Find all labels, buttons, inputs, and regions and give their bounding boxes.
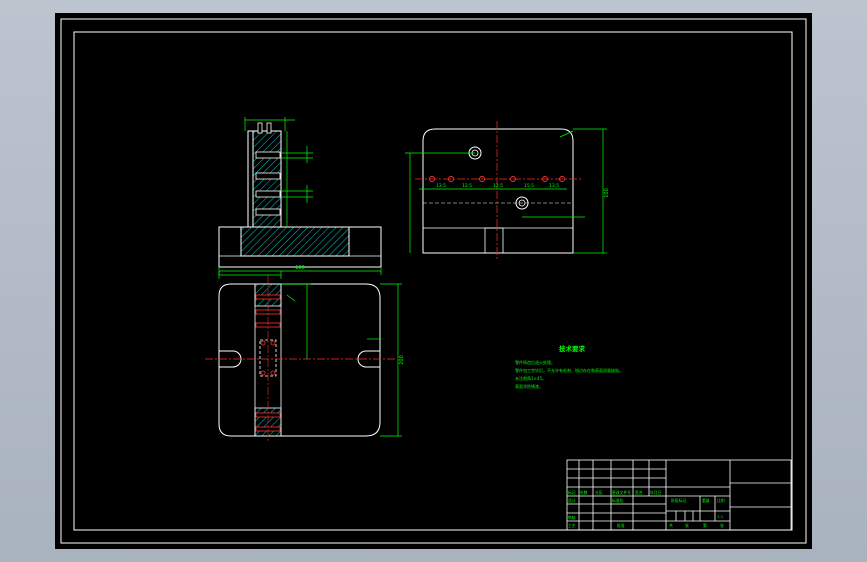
front-overall-width-label: 100 <box>295 265 305 271</box>
top-view: 200 <box>205 271 405 443</box>
title-block-text: 标记 处数 分区 更改文件号 签名 年月日 设计 标准化 审核 工艺 批准 阶段… <box>568 490 725 528</box>
title-block <box>566 459 792 531</box>
tb-cell: 更改文件号 <box>612 490 631 495</box>
tb-cell: 比例 <box>717 498 725 503</box>
tb-cell: 签名 <box>635 490 643 495</box>
tech-req-item: 零件铸造后退火处理。 <box>515 359 555 365</box>
tech-req-item: 零件加工完毕后，不允许有毛刺、锐边存在和表面质量缺陷。 <box>515 367 623 373</box>
side-pitch-3: 12.5 <box>493 183 503 189</box>
side-right-height-label: 100 <box>604 188 610 198</box>
tb-cell: 设计 <box>568 498 576 503</box>
side-pitch-1: 13.5 <box>436 183 446 189</box>
tb-cell: 审核 <box>568 515 576 520</box>
tb-cell: 阶段标记 <box>671 498 686 503</box>
top-right-height-label: 200 <box>399 355 405 365</box>
side-view: 13.5 12.5 12.5 15.5 13.5 100 <box>405 121 610 259</box>
cad-drawing: 100 <box>60 18 807 544</box>
tb-cell: 年月日 <box>650 490 662 495</box>
tech-req-title: 技术要求 <box>559 344 586 353</box>
tb-cell: 张 <box>685 523 689 528</box>
tb-cell: 重量 <box>702 498 710 503</box>
tb-cell: 分区 <box>595 490 603 495</box>
tb-cell: 标准化 <box>612 498 624 503</box>
technical-requirements: 技术要求 零件铸造后退火处理。 零件加工完毕后，不允许有毛刺、锐边存在和表面质量… <box>515 344 623 389</box>
tb-cell: 工艺 <box>568 523 576 528</box>
side-pitch-4: 15.5 <box>524 183 534 189</box>
tech-req-item: 未注倒角1×45。 <box>515 375 546 381</box>
tb-cell: 批准 <box>617 523 625 528</box>
outer-border <box>60 18 807 544</box>
tb-cell: 共 <box>669 523 673 528</box>
inner-border <box>73 31 793 531</box>
tb-cell: 标记 <box>568 490 576 495</box>
side-pitch-2: 12.5 <box>462 183 472 189</box>
tb-cell: 处数 <box>580 490 588 495</box>
tb-cell: 第 <box>703 523 707 528</box>
drawing-sheet: 100 <box>55 13 812 549</box>
front-view: 100 <box>218 117 382 275</box>
side-pitch-5: 13.5 <box>549 183 559 189</box>
tb-cell: 1:1 <box>717 514 724 519</box>
tb-cell: 张 <box>720 523 724 528</box>
tech-req-item: 表面涂防锈漆。 <box>515 383 543 389</box>
